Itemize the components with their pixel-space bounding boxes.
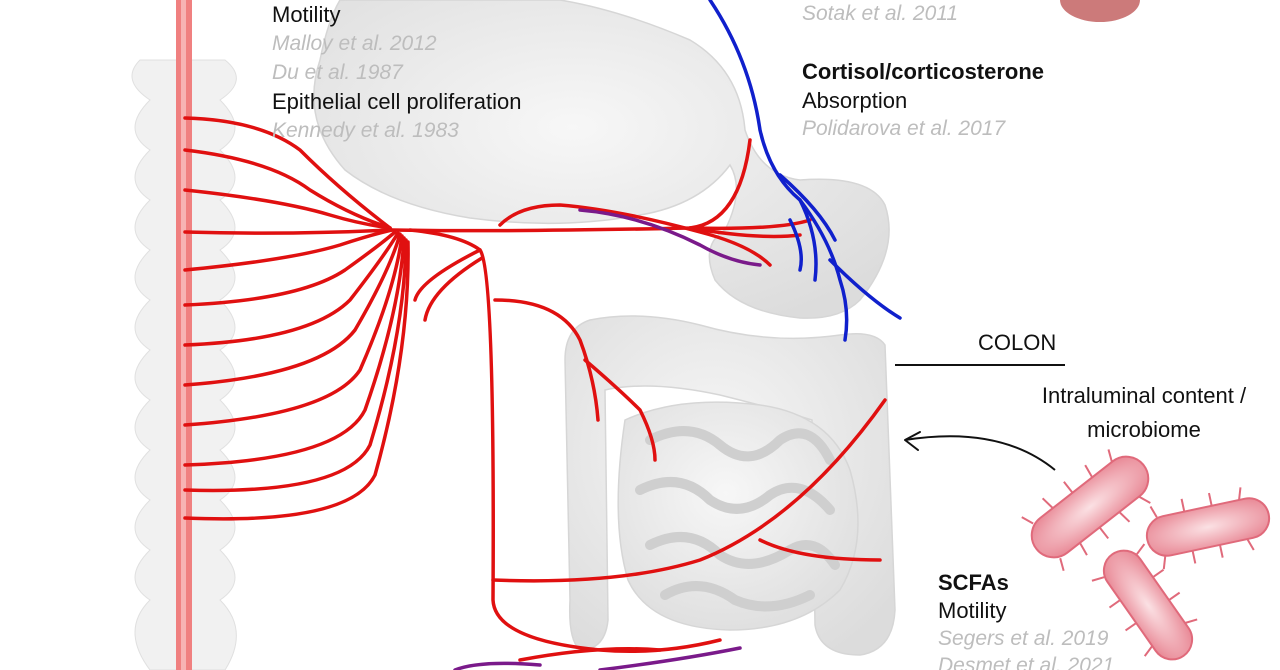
bacterium bbox=[1091, 543, 1198, 661]
label-motility-top: Motility bbox=[272, 2, 341, 27]
bacteria-group bbox=[1021, 449, 1271, 661]
label-colon: COLON bbox=[978, 330, 1057, 355]
bacterium bbox=[1021, 449, 1151, 571]
citation-segers: Segers et al. 2019 bbox=[938, 627, 1109, 650]
spine bbox=[131, 0, 237, 670]
citation-malloy: Malloy et al. 2012 bbox=[272, 32, 437, 55]
label-epithelial: Epithelial cell proliferation bbox=[272, 89, 522, 114]
label-scfas: SCFAs bbox=[938, 570, 1009, 595]
stomach bbox=[313, 0, 890, 319]
citation-du: Du et al. 1987 bbox=[272, 61, 403, 84]
annotation-lines bbox=[895, 364, 1065, 471]
label-absorption: Absorption bbox=[802, 88, 908, 113]
organ-circle bbox=[1060, 0, 1140, 22]
label-motility-bottom: Motility bbox=[938, 598, 1007, 623]
citation-polidarova: Polidarova et al. 2017 bbox=[802, 117, 1006, 140]
small-intestine bbox=[617, 401, 859, 631]
label-intraluminal: Intraluminal content / bbox=[1041, 383, 1247, 408]
citation-kennedy: Kennedy et al. 1983 bbox=[272, 119, 459, 142]
digestive-organs bbox=[313, 0, 896, 656]
mixed-nerves bbox=[453, 208, 762, 670]
citation-desmet: Desmet et al. 2021 bbox=[938, 654, 1115, 670]
label-microbiome: microbiome bbox=[1087, 417, 1201, 442]
microbiome-arrow bbox=[904, 435, 1056, 471]
label-cortisol: Cortisol/corticosterone bbox=[802, 59, 1045, 84]
citation-sotak: Sotak et al. 2011 bbox=[802, 2, 959, 25]
vagal-nerves bbox=[708, 0, 902, 342]
sympathetic-nerves bbox=[183, 116, 887, 662]
bacterium bbox=[1145, 487, 1271, 570]
